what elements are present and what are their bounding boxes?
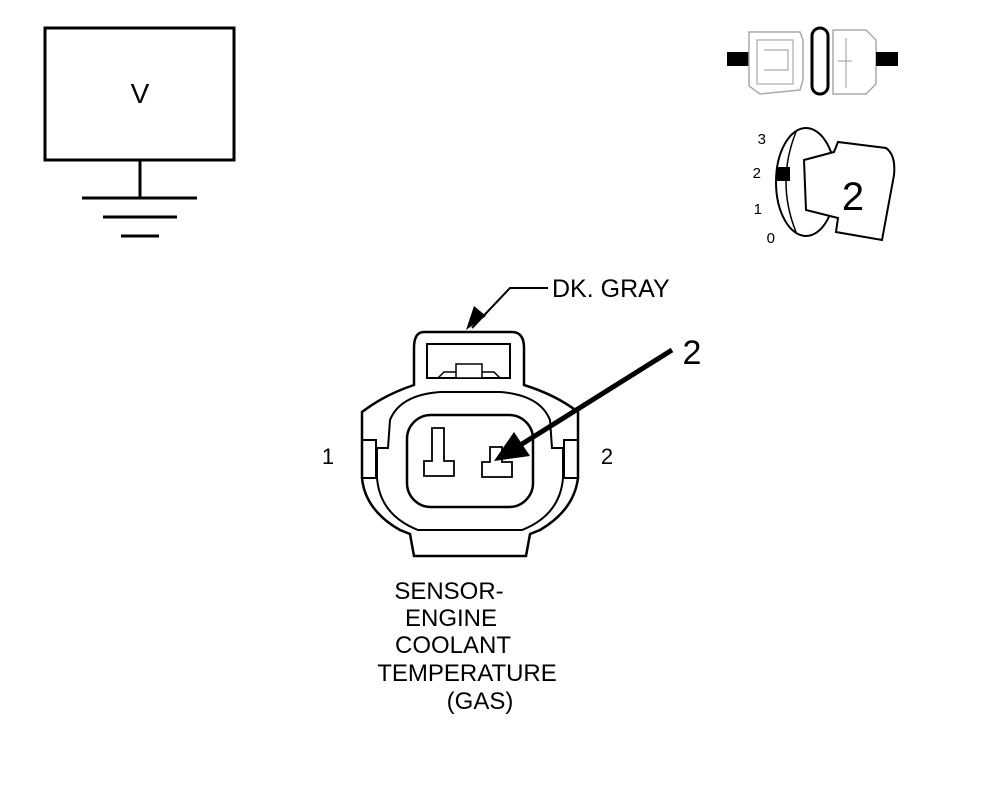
color-leader [466,287,548,330]
terminal-1 [423,427,455,477]
pin-1-label: 1 [322,444,334,469]
connector-face [360,330,580,558]
connector-name: SENSOR- ENGINE COOLANT TEMPERATURE (GAS) [377,578,557,715]
connector-name-line-5: (GAS) [447,688,514,715]
pin-2-label: 2 [601,444,613,469]
ignition-key-icon [802,140,896,242]
ground-icon [82,196,197,238]
switch-position-3: 3 [758,131,766,148]
pin-callout-label: 2 [683,334,702,372]
connector-name-line-1: SENSOR- [394,578,503,605]
voltmeter-box [43,26,236,162]
ignition-switch-icon [775,127,896,242]
ignition-key-label: 2 [842,175,864,219]
connector-name-line-4: TEMPERATURE [377,660,557,687]
voltmeter [43,26,236,238]
switch-position-0: 0 [767,230,775,247]
connector-color-label: DK. GRAY [552,275,670,303]
switch-position-2: 2 [753,165,761,182]
voltmeter-label: V [131,78,150,109]
pin-callout-arrow [494,347,674,461]
connector-name-line-2: ENGINE [405,605,497,632]
disconnect-connector-icon [727,26,898,96]
switch-position-1: 1 [754,201,762,218]
connector-name-line-3: COOLANT [395,632,511,659]
position-marker [776,167,790,181]
